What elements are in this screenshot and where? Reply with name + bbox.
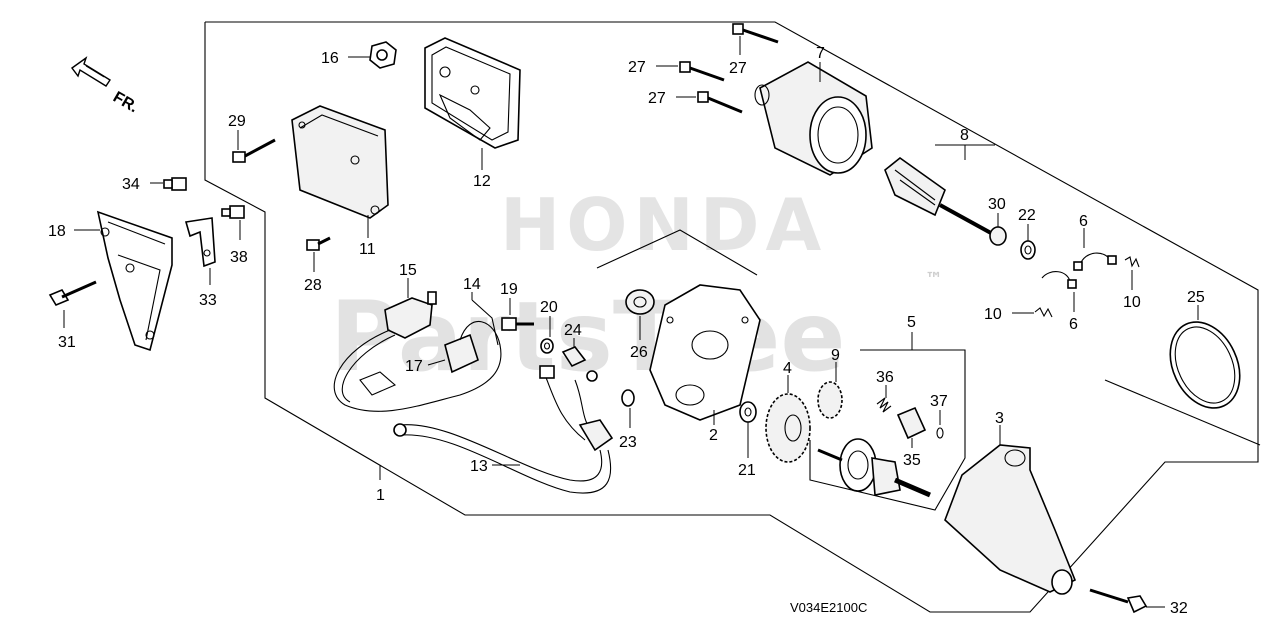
label-part-8: 8 (960, 127, 969, 144)
label-part-24: 24 (564, 322, 582, 339)
part-4-gear (765, 375, 811, 463)
label-part-9: 9 (831, 347, 840, 364)
label-part-29: 29 (228, 113, 246, 130)
label-part-26: 26 (630, 344, 648, 361)
label-part-25: 25 (1187, 289, 1205, 306)
label-part-14: 14 (463, 276, 481, 293)
part-26-bearing (596, 229, 758, 340)
label-part-2: 2 (709, 427, 718, 444)
label-part-31: 31 (58, 334, 76, 351)
label-part-10a: 10 (984, 306, 1002, 323)
part-17-relay (427, 333, 479, 374)
part-34-bolt (150, 177, 187, 191)
part-32-bolt (1089, 588, 1165, 614)
part-15-solenoid (384, 278, 437, 339)
part-10-brush-springs (1012, 256, 1140, 318)
part-24-collar (561, 338, 587, 368)
label-part-20: 20 (540, 299, 558, 316)
part-27-bolts (656, 23, 779, 114)
part-28-bolt (306, 236, 331, 272)
label-part-30: 30 (988, 196, 1006, 213)
label-part-28: 28 (304, 277, 322, 294)
part-11-control-box (291, 105, 389, 238)
label-part-15: 15 (399, 262, 417, 279)
part-25-o-ring (1169, 305, 1241, 409)
part-8-armature (884, 144, 1001, 240)
part-33-clamp (184, 217, 216, 285)
label-part-21: 21 (738, 462, 756, 479)
label-part-35: 35 (903, 452, 921, 469)
label-part-16: 16 (321, 50, 339, 67)
part-5-drive-assembly (809, 332, 966, 511)
part-36-spring (876, 385, 892, 413)
label-part-5: 5 (907, 314, 916, 331)
part-20-washer (540, 316, 554, 354)
label-part-23: 23 (619, 434, 637, 451)
part-6-brush-holders (1041, 228, 1117, 312)
trademark-symbol: ™ (925, 269, 943, 290)
part-2-end-cover (649, 284, 761, 425)
part-29-bolt (232, 130, 276, 163)
part-16-cap-nut (348, 41, 397, 69)
label-part-33: 33 (199, 292, 217, 309)
honda-watermark: HONDA (500, 183, 827, 267)
part-22-washer (1020, 224, 1036, 260)
part-23-washer (621, 389, 635, 428)
label-part-11: 11 (359, 241, 376, 258)
label-part-27b: 27 (648, 90, 666, 107)
label-part-34: 34 (122, 176, 140, 193)
diagram-code: V034E2100C (790, 600, 867, 615)
part-13-wire (379, 365, 614, 480)
part-12-control-box-cover (424, 37, 521, 170)
label-part-32: 32 (1170, 600, 1188, 617)
label-part-13: 13 (470, 458, 488, 475)
label-part-10b: 10 (1123, 294, 1141, 311)
part-18-bracket (74, 210, 173, 352)
label-part-22: 22 (1018, 207, 1036, 224)
label-part-1: 1 (376, 487, 385, 504)
part-31-bolt (48, 280, 97, 328)
part-14-wire-harness (333, 292, 612, 494)
label-part-27c: 27 (729, 60, 747, 77)
part-19-bolt (501, 298, 534, 331)
part-21-washer (739, 401, 757, 458)
label-part-36: 36 (876, 369, 894, 386)
part-37-clip (936, 410, 944, 439)
part-3-starter-housing (944, 425, 1077, 595)
label-part-6b: 6 (1069, 316, 1078, 333)
label-part-27a: 27 (628, 59, 646, 76)
part-7-motor-yoke (754, 61, 873, 176)
label-part-38: 38 (230, 249, 248, 266)
label-part-3: 3 (995, 410, 1004, 427)
part-30-washer (989, 213, 1007, 246)
label-part-17: 17 (405, 358, 423, 375)
part-35-collar (896, 406, 927, 448)
part-9-pinion-gear (817, 362, 843, 419)
assembly-boundary (204, 21, 1261, 613)
part-38-bolt (221, 205, 245, 240)
label-part-19: 19 (500, 281, 518, 298)
label-part-12: 12 (473, 173, 491, 190)
front-direction-arrow: FR. (71, 56, 141, 117)
front-direction-label: FR. (110, 89, 141, 117)
label-part-7: 7 (816, 45, 825, 62)
label-part-6a: 6 (1079, 213, 1088, 230)
label-part-18: 18 (48, 223, 66, 240)
label-part-4: 4 (783, 360, 792, 377)
label-part-37: 37 (930, 393, 948, 410)
part-labels: 1 2 3 4 5 6 6 7 8 9 10 10 11 12 13 14 15… (48, 45, 1205, 617)
